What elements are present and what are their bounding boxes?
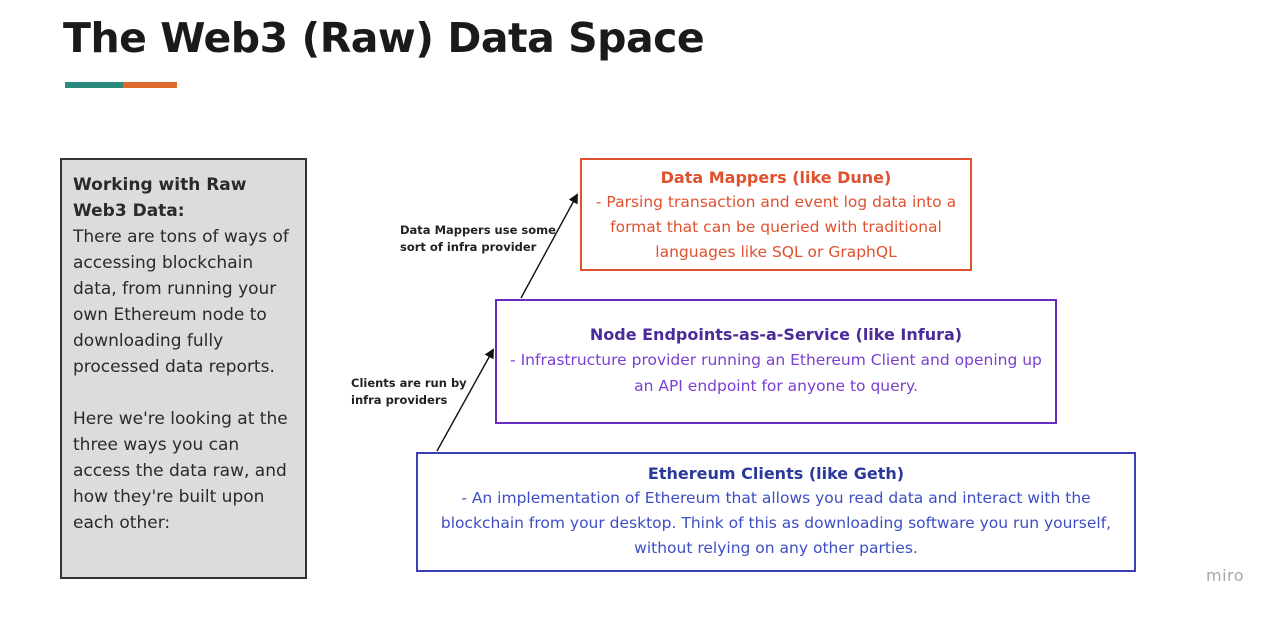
info-panel: Working with Raw Web3 Data: There are to… (60, 158, 307, 579)
title-underline-orange (123, 82, 177, 88)
info-panel-paragraph-2: Here we're looking at the three ways you… (73, 409, 288, 533)
slide-title: The Web3 (Raw) Data Space (63, 14, 705, 62)
title-underline-teal (65, 82, 123, 88)
annotation-clients-note: Clients are run by infra providers (351, 376, 467, 407)
node-endpoints-box: Node Endpoints-as-a-Service (like Infura… (495, 299, 1057, 424)
annotation-mappers-note: Data Mappers use some sort of infra prov… (400, 223, 556, 254)
info-panel-paragraph-1: There are tons of ways of accessing bloc… (73, 227, 289, 377)
ethereum-clients-box: Ethereum Clients (like Geth) - An implem… (416, 452, 1136, 572)
info-panel-heading: Working with Raw Web3 Data: (73, 175, 247, 221)
miro-watermark: miro (1206, 566, 1245, 585)
data-mappers-description: - Parsing transaction and event log data… (595, 193, 957, 261)
ethereum-clients-description: - An implementation of Ethereum that all… (440, 489, 1112, 557)
data-mappers-box: Data Mappers (like Dune) - Parsing trans… (580, 158, 972, 271)
node-endpoints-title: Node Endpoints-as-a-Service (like Infura… (589, 325, 963, 344)
data-mappers-title: Data Mappers (like Dune) (660, 168, 892, 187)
ethereum-clients-title: Ethereum Clients (like Geth) (647, 464, 905, 483)
node-endpoints-description: - Infrastructure provider running an Eth… (510, 351, 1042, 395)
